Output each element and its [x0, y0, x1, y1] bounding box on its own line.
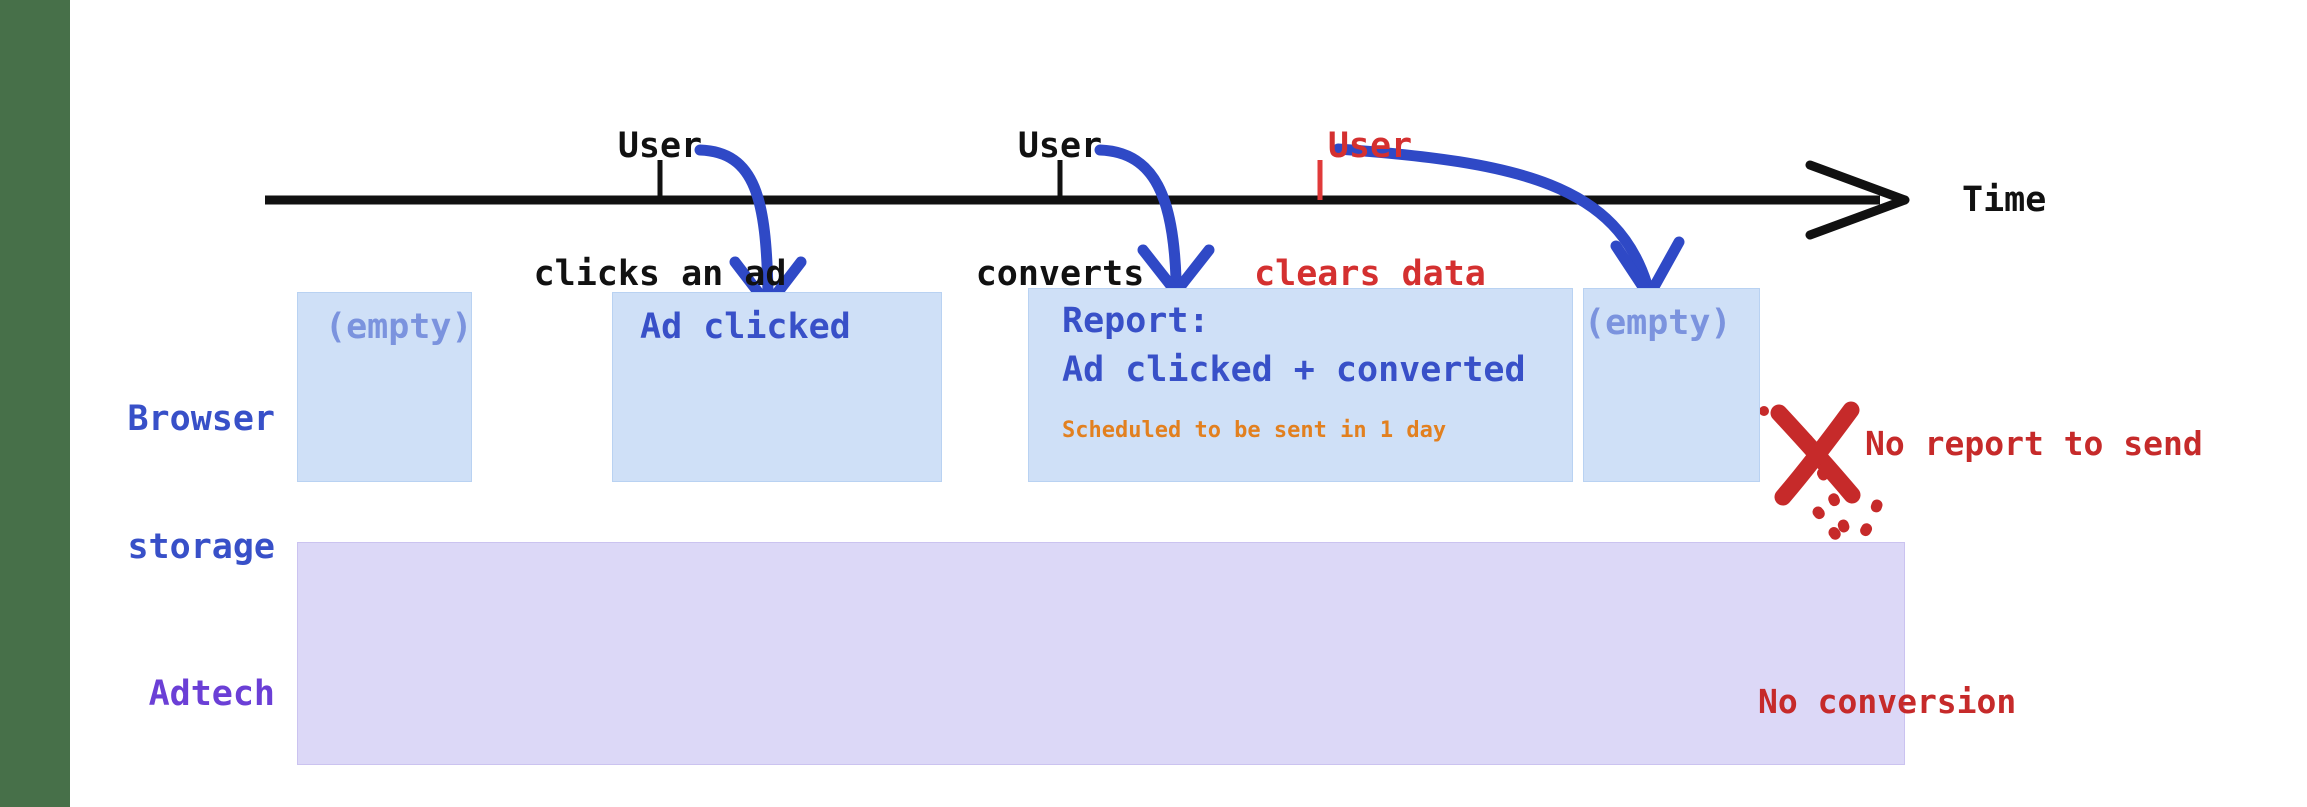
event-label-clear-line1: User: [1327, 126, 1413, 167]
browser-storage-box-empty-initial: [297, 292, 472, 482]
browser-storage-note-report-schedule: Scheduled to be sent in 1 day: [1062, 418, 1447, 443]
event-label-clear-line2: clears data: [1254, 254, 1486, 295]
browser-storage-text-empty-initial: (empty): [325, 307, 473, 347]
time-axis-label: Time: [1962, 180, 2047, 220]
browser-storage-text-ad-clicked: Ad clicked: [640, 307, 851, 347]
event-label-click-line2: clicks an ad: [533, 254, 787, 295]
event-label-convert-line2: converts: [975, 254, 1145, 295]
event-label-convert: User converts: [880, 40, 1240, 382]
row-label-adtech-server: Adtech server: [0, 588, 275, 807]
row-label-browser-storage: Browser storage: [0, 313, 275, 655]
browser-storage-text-report-title: Report:: [1062, 301, 1210, 341]
red-x-icon: [1759, 401, 1861, 506]
adtech-server-box: [297, 542, 1905, 765]
row-label-adtech-line2: server: [0, 801, 275, 807]
browser-storage-box-ad-clicked: [612, 292, 942, 482]
event-label-clear: User clears data: [1180, 40, 1560, 382]
browser-storage-text-report-body: Ad clicked + converted: [1062, 350, 1526, 390]
row-label-browser-line2: storage: [127, 527, 275, 568]
left-color-strip: [0, 0, 70, 807]
annotation-no-report-to-send: No report to send: [1865, 424, 2203, 463]
event-label-click-line1: User: [617, 126, 703, 167]
annotation-no-conversion-line1: No conversion: [1758, 682, 2017, 722]
annotation-no-conversion-reported: No conversion reported to adtech: [1758, 597, 2116, 807]
event-label-convert-line1: User: [1017, 126, 1103, 167]
row-label-browser-line1: Browser: [127, 399, 275, 440]
browser-storage-box-report: [1028, 288, 1573, 482]
browser-storage-box-empty-cleared: [1583, 288, 1760, 482]
row-label-adtech-line1: Adtech: [148, 674, 275, 715]
browser-storage-text-empty-cleared: (empty): [1584, 303, 1732, 343]
event-label-click: User clicks an ad: [460, 40, 860, 382]
timeline-axis: [265, 160, 1910, 240]
